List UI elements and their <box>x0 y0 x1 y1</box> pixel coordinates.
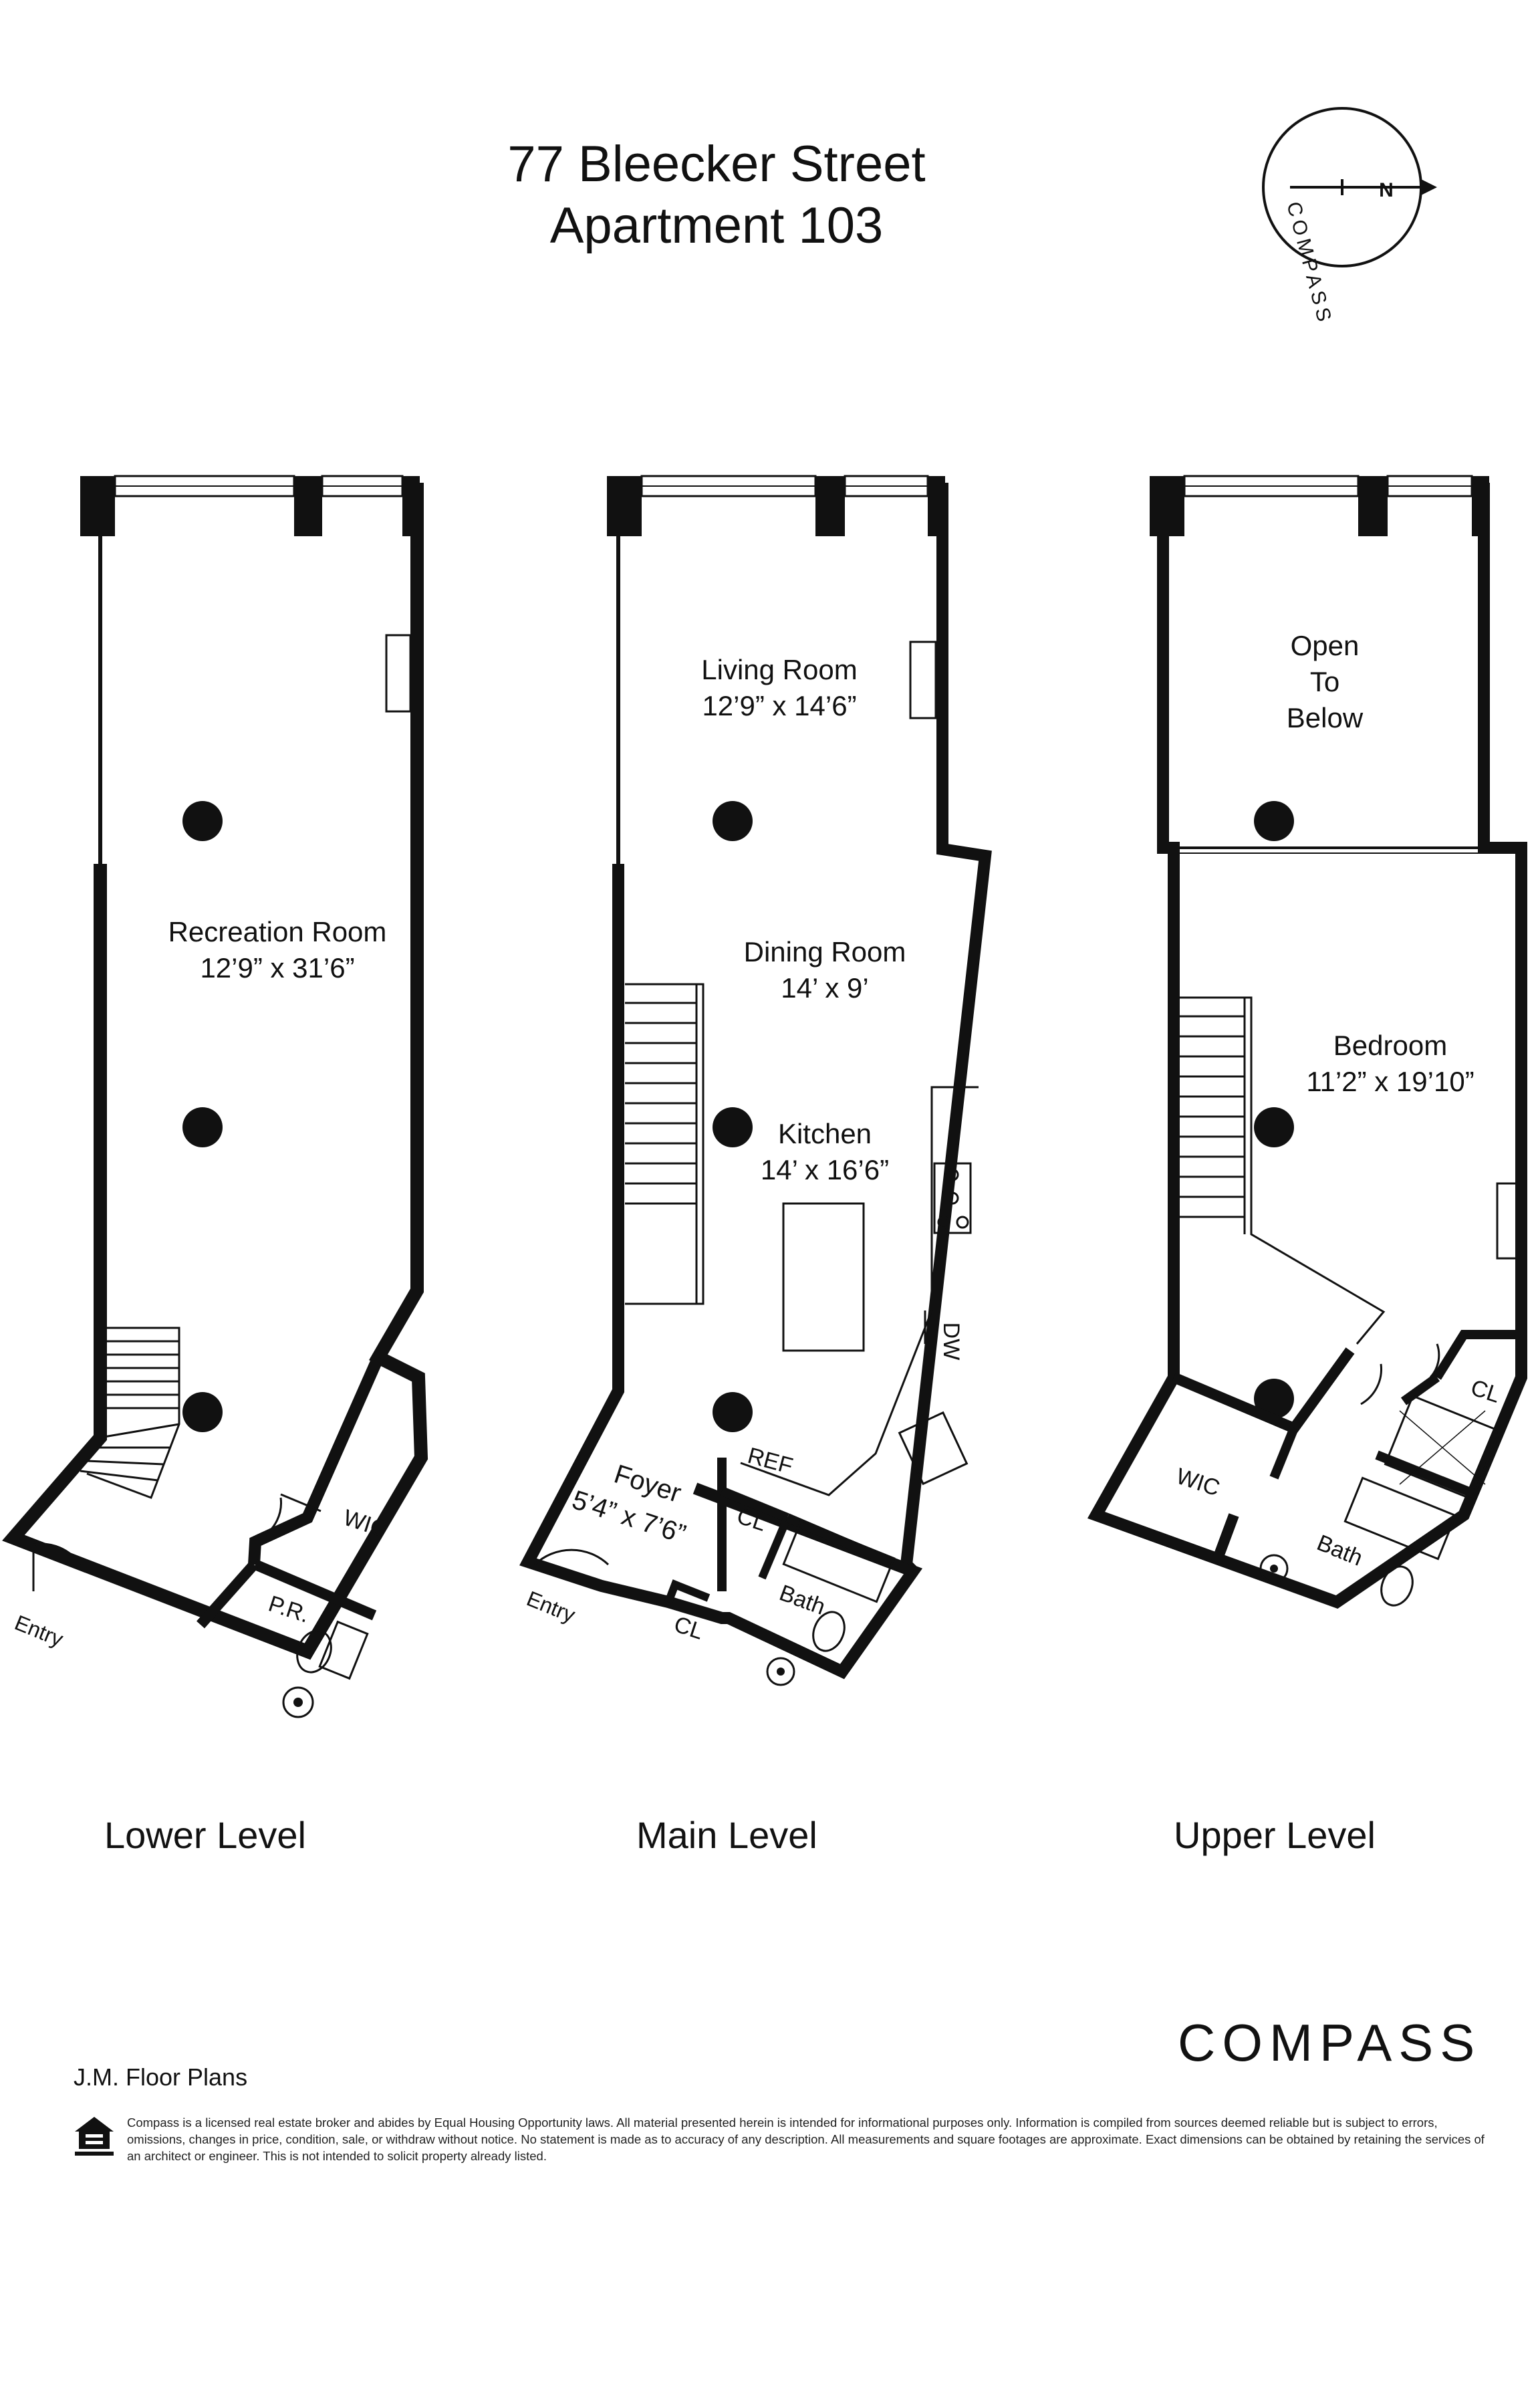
legal-disclaimer: Compass is a licensed real estate broker… <box>127 2116 1485 2163</box>
main-bath-label: Bath <box>776 1580 829 1620</box>
upper-bedroom-dims: 11’2” x 19’10” <box>1306 1066 1474 1097</box>
main-living-room-name: Living Room <box>701 654 857 685</box>
upper-open-line2: To <box>1310 666 1339 697</box>
floor-plan-credit: J.M. Floor Plans <box>74 2063 248 2091</box>
equal-housing-icon <box>75 2117 114 2156</box>
compass-rose-north: N <box>1379 179 1394 201</box>
main-level-plan: Living Room 12’9” x 14’6” Dining Room 14… <box>519 475 992 1686</box>
lower-pr-label: P.R. <box>265 1591 312 1627</box>
main-level-label: Main Level <box>636 1814 817 1856</box>
main-entry-label: Entry <box>523 1586 579 1627</box>
main-dining-room-dims: 14’ x 9’ <box>781 972 869 1004</box>
upper-closet-label: CL <box>1468 1375 1503 1408</box>
main-dw-label: DW <box>938 1323 964 1361</box>
compass-rose-icon: N COMPASS <box>1262 107 1437 328</box>
unit-line: Apartment 103 <box>549 197 884 254</box>
lower-level-plan: Recreation Room 12’9” x 31’6” WIC P.R. E… <box>2 475 428 1718</box>
main-dining-room-name: Dining Room <box>744 936 906 967</box>
lower-entry-label: Entry <box>11 1610 67 1651</box>
lower-level-label: Lower Level <box>104 1814 306 1856</box>
main-living-room-dims: 12’9” x 14’6” <box>702 690 856 721</box>
upper-wic-label: WIC <box>1173 1464 1223 1502</box>
upper-open-line1: Open <box>1291 630 1360 661</box>
upper-bath-label: Bath <box>1313 1530 1366 1571</box>
address-line: 77 Bleecker Street <box>507 136 926 193</box>
upper-level-plan: Open To Below Bedroom 11’2” x 19’10” CL … <box>1087 475 1527 1609</box>
main-ref-label: REF <box>745 1443 795 1479</box>
main-kitchen-name: Kitchen <box>778 1118 872 1149</box>
upper-bedroom-name: Bedroom <box>1333 1030 1447 1061</box>
main-kitchen-dims: 14’ x 16’6” <box>761 1154 889 1185</box>
lower-recreation-room-dims: 12’9” x 31’6” <box>200 952 354 984</box>
lower-recreation-room-name: Recreation Room <box>168 916 387 947</box>
plan-title: 77 Bleecker Street Apartment 103 <box>0 134 1540 257</box>
upper-level-label: Upper Level <box>1174 1814 1376 1856</box>
upper-open-line3: Below <box>1287 702 1364 733</box>
compass-logo: COMPASS <box>1178 2013 1482 2072</box>
